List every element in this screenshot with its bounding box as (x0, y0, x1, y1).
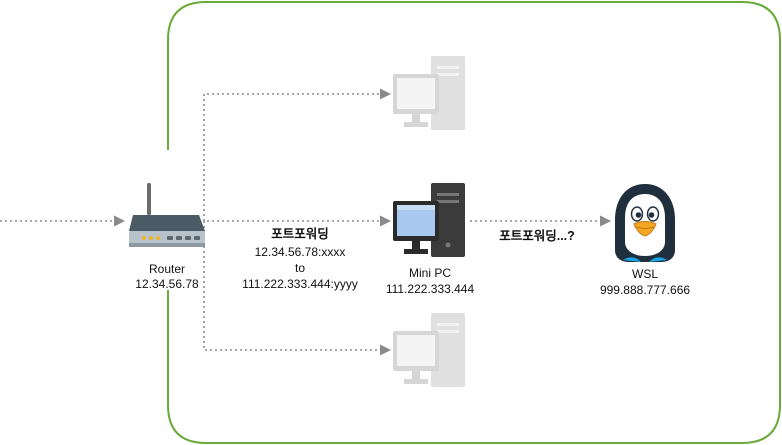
router-name: Router (148, 262, 186, 276)
port-forward-to-word: to (294, 261, 306, 275)
port-forward-to: 111.222.333.444:yyyy (242, 277, 358, 291)
router-icon (129, 183, 205, 247)
connectors (0, 88, 612, 356)
desktop-pc-icon (393, 183, 465, 257)
desktop-pc-icon (393, 313, 465, 387)
port-forward-from: 12.34.56.78:xxxx (254, 245, 346, 259)
port-forward-title: 포트포워딩 (271, 227, 329, 241)
desktop-pc-icon (393, 56, 465, 130)
wsl-name: WSL (631, 267, 659, 281)
linux-penguin-icon (615, 184, 675, 262)
router-ip: 12.34.56.78 (135, 277, 199, 291)
local-network-boundary (167, 1, 781, 444)
mini-pc-ip: 111.222.333.444 (385, 282, 475, 296)
wsl-ip: 999.888.777.666 (599, 283, 691, 297)
router-to-top-pc-line (203, 88, 392, 221)
mini-pc-name: Mini PC (408, 266, 452, 280)
port-forward-2-title: 포트포워딩...? (499, 229, 575, 243)
